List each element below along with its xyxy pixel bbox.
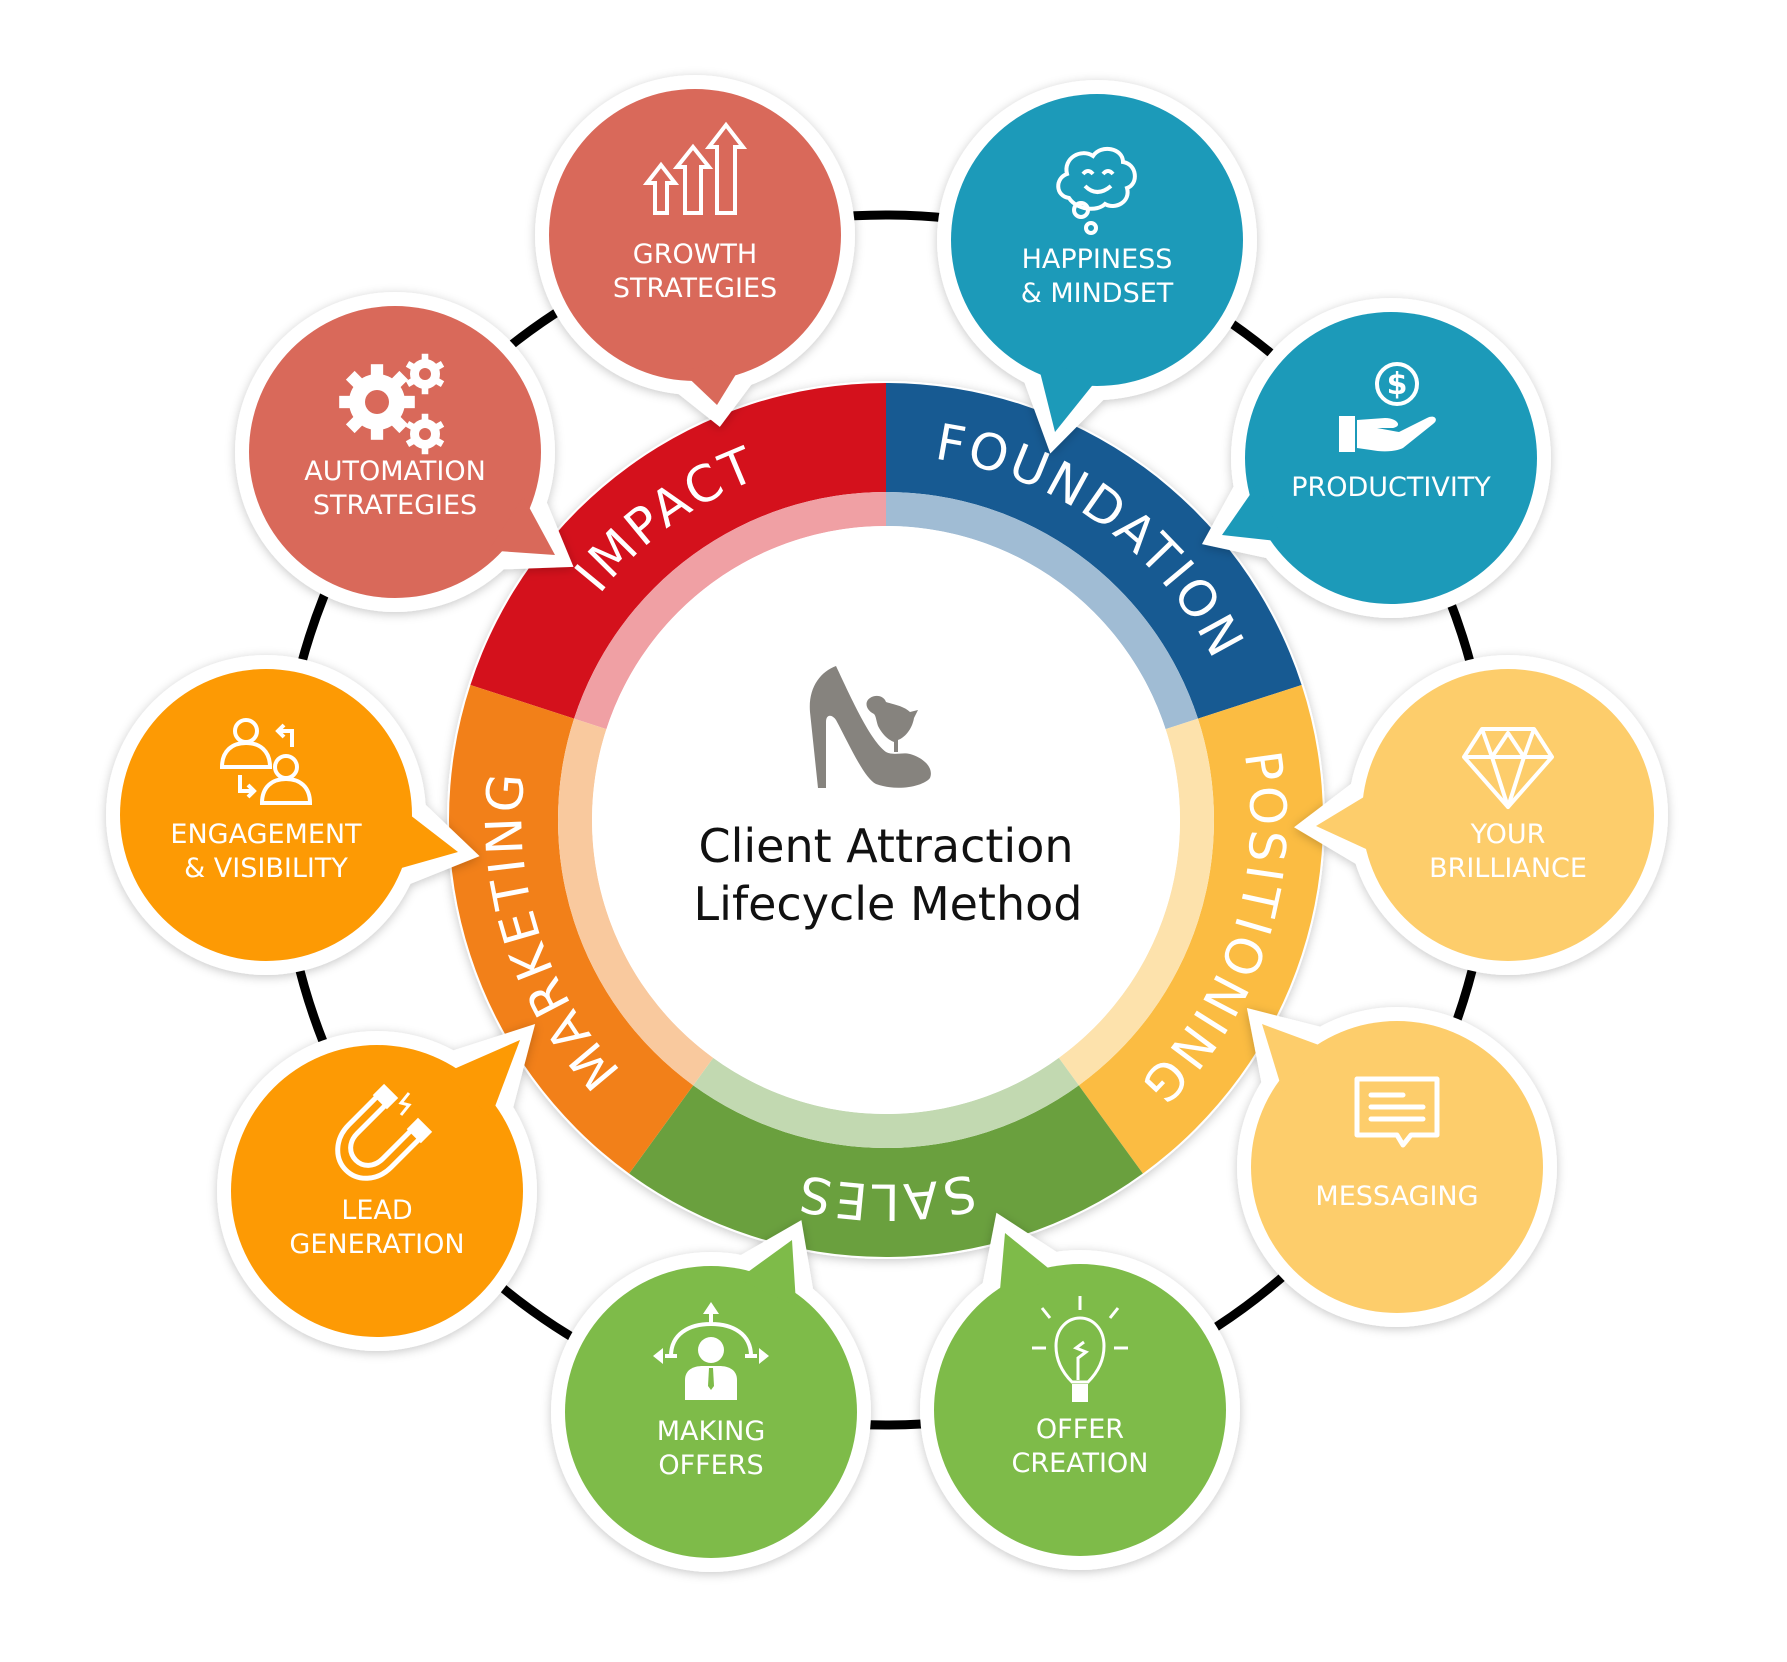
bubble-body xyxy=(120,669,412,961)
bubble-tail xyxy=(389,808,458,872)
bubble-tail xyxy=(1262,1024,1330,1093)
bubble-label-line: AUTOMATION xyxy=(304,456,486,487)
bubble-label-line: CREATION xyxy=(1012,1448,1149,1479)
person-choices-arrows-icon xyxy=(653,1302,769,1400)
bubble-body xyxy=(951,94,1243,386)
bubble-happiness-mindset[interactable]: HAPPINESS& MINDSET xyxy=(937,80,1257,454)
segment-band xyxy=(470,383,886,719)
bubble-tail xyxy=(444,1040,520,1118)
bubble-label-line: BRILLIANCE xyxy=(1429,853,1587,884)
bubble-body xyxy=(1362,669,1654,961)
diagram-title-line-1: Client Attraction xyxy=(698,819,1073,873)
segment-band xyxy=(629,1085,1143,1257)
bubble-label-line: ENGAGEMENT xyxy=(170,819,362,850)
center-white-disc xyxy=(592,526,1180,1114)
svg-text:$: $ xyxy=(1387,367,1408,402)
bubble-body xyxy=(934,1264,1226,1556)
people-exchange-icon xyxy=(219,718,313,805)
segment-inner-band xyxy=(558,718,714,1086)
segment-sales[interactable]: SALES xyxy=(629,1057,1143,1257)
bubble-label-line: STRATEGIES xyxy=(313,490,477,521)
segment-band xyxy=(1078,684,1323,1174)
lightbulb-idea-icon xyxy=(1032,1296,1128,1402)
bubble-body xyxy=(549,89,841,381)
bubble-tail xyxy=(1037,362,1101,432)
bubble-label-line: & VISIBILITY xyxy=(184,853,348,884)
bubble-label-line: & MINDSET xyxy=(1021,278,1174,309)
gears-icon xyxy=(339,353,445,455)
bubble-label-line: MESSAGING xyxy=(1315,1181,1478,1212)
bubble-tail xyxy=(680,361,744,405)
bubble-label-line: STRATEGIES xyxy=(613,273,777,304)
bubble-tail xyxy=(488,496,555,555)
chat-message-icon xyxy=(1354,1076,1440,1148)
segment-inner-band xyxy=(1058,718,1214,1086)
segment-inner-band xyxy=(574,492,886,730)
center-hub: Client Attraction Lifecycle Method xyxy=(694,666,1083,931)
hand-dollar-coin-icon: $ xyxy=(1339,362,1436,452)
bubble-label-line: GENERATION xyxy=(289,1229,464,1260)
bubble-tail xyxy=(738,1240,797,1307)
bubble-tail xyxy=(1222,483,1285,542)
magnet-icon xyxy=(335,1083,433,1181)
bubble-label-line: LEAD xyxy=(341,1195,412,1226)
bubble-messaging[interactable]: MESSAGING xyxy=(1237,1007,1557,1327)
segment-inner-band xyxy=(693,1057,1079,1149)
bubble-body xyxy=(565,1266,857,1558)
diamond-icon xyxy=(1462,727,1554,809)
bubble-body xyxy=(231,1045,523,1337)
bubble-label-line: GROWTH xyxy=(633,239,757,270)
bubble-body xyxy=(1251,1021,1543,1313)
segment-label-sales: SALES xyxy=(791,1163,980,1231)
high-heel-shoe-with-chick-icon xyxy=(809,666,931,788)
growth-arrows-icon xyxy=(642,121,748,215)
diagram-title-line-2: Lifecycle Method xyxy=(694,877,1083,931)
segment-band xyxy=(449,684,694,1174)
bubble-body xyxy=(249,306,541,598)
happy-thought-cloud-icon xyxy=(1056,146,1137,235)
bubble-label-line: HAPPINESS xyxy=(1022,244,1173,275)
bubble-label-line: MAKING xyxy=(657,1416,766,1447)
bubble-label-line: OFFERS xyxy=(658,1450,763,1481)
segment-band xyxy=(886,383,1302,719)
bubble-label-line: PRODUCTIVITY xyxy=(1291,472,1491,503)
bubble-label-line: OFFER xyxy=(1036,1414,1124,1445)
bubble-label-line: YOUR xyxy=(1470,819,1546,850)
bubble-tail xyxy=(999,1233,1058,1301)
bubble-tail xyxy=(1316,790,1379,855)
segment-inner-band xyxy=(886,492,1198,730)
bubble-productivity[interactable]: $ PRODUCTIVITY xyxy=(1201,298,1551,618)
bubble-engagement-visibility[interactable]: ENGAGEMENT& VISIBILITY xyxy=(106,655,480,975)
bubble-body xyxy=(1245,312,1537,604)
